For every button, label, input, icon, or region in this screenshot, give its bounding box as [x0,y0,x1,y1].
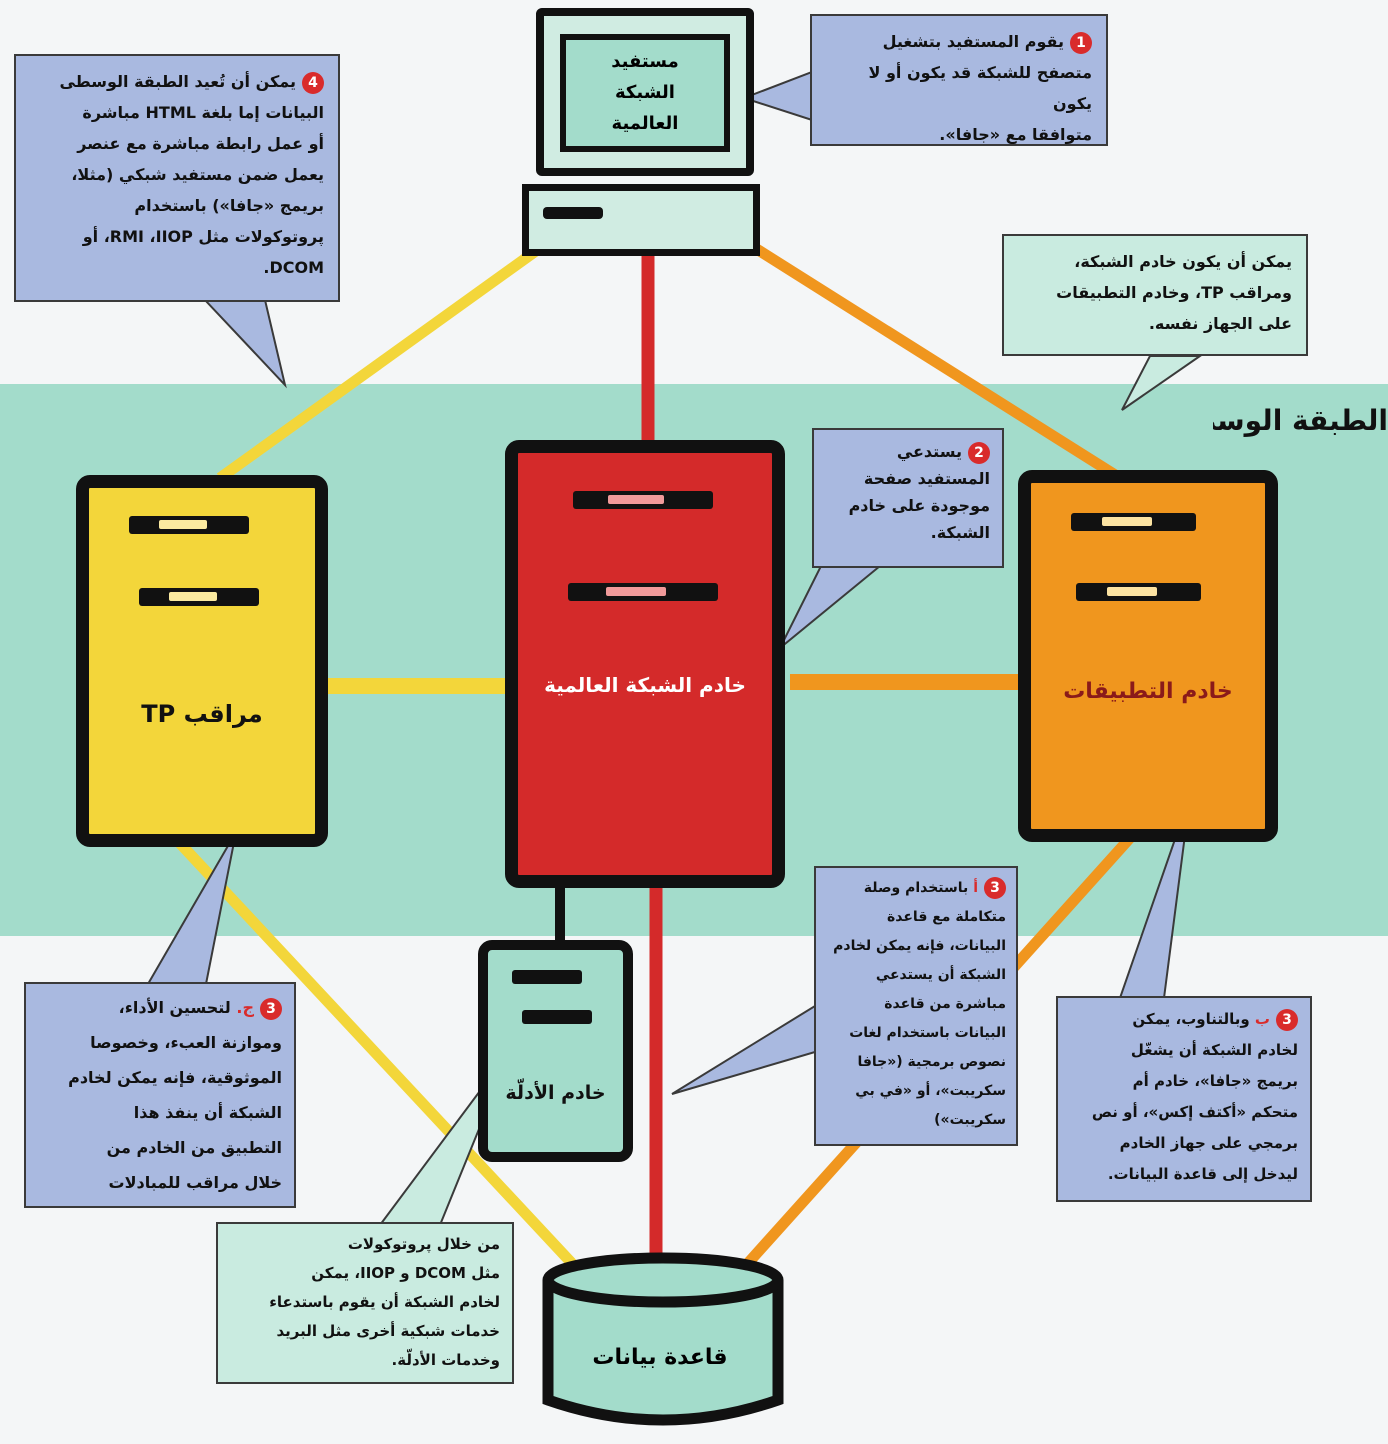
directory-slot-2 [522,1010,592,1024]
callout-1-line-1: يقوم المستفيد بتشغيل [882,32,1064,51]
tp-monitor-label: مراقب TP [141,700,263,728]
callout-3a-line-7: نصوص برمجية («جافا [857,1054,1006,1070]
callout-4-line-1: يمكن أن تُعيد الطبقة الوسطى [59,72,296,91]
callout-3a-line-8: سكريبت»، أو «في بي [855,1083,1006,1099]
database-label: قاعدة بيانات [592,1345,728,1370]
callout-3a-line-9: سكريبت») [934,1112,1006,1128]
client-label-line-2: الشبكة [615,82,675,103]
callout-middle-tier-returns: 4 يمكن أن تُعيد الطبقة الوسطى البيانات إم… [14,54,340,302]
protocols-line-1: من خلال پروتوكولات [347,1235,500,1253]
callout-3b-line-4: متحكم «أكتف إكس»، أو نص [1091,1103,1298,1121]
app-slot-1 [1071,513,1196,531]
directory-server: خادم الأدلّة [478,940,633,1162]
application-server: خادم التطبيقات [1018,470,1278,842]
step-number-2: 2 [968,441,990,464]
callout-3c-line-4: الشبكة أن ينفذ هذا [133,1103,282,1122]
callout-3a-line-5: مباشرة من قاعدة [884,996,1006,1012]
web-server-label: خادم الشبكة العالمية [544,673,746,697]
client-base [522,184,760,256]
callout-3c-prefix: ج. [236,998,254,1017]
protocols-line-4: خدمات شبكية أخرى مثل البريد [276,1322,500,1340]
line-client-tp [216,243,544,483]
pointer-c4 [202,299,287,389]
step-number-3c: 3 [260,997,282,1020]
callout-3a-line-6: البيانات باستخدام لغات [849,1025,1006,1041]
same-machine-line-2: ومراقب TP، وخادم التطبيقات [1056,283,1292,302]
step-number-4: 4 [302,71,324,94]
callout-protocols: من خلال پروتوكولات مثل DCOM و IIOP، يمكن… [216,1222,514,1384]
app-slot-2 [1076,583,1201,601]
tp-monitor-server: مراقب TP [76,475,328,847]
web-slot-1 [573,491,713,509]
callout-3c-line-5: التطبيق من الخادم من [106,1138,282,1157]
pointer-same-machine [1121,355,1204,411]
tp-slot-1 [129,516,249,534]
client-label-line-3: العالمية [611,113,679,134]
callout-3a-line-2: متكاملة مع قاعدة [887,909,1006,925]
client-computer: مستفيد الشبكة العالمية [536,8,754,176]
callout-2-line-3: موجودة على خادم [848,496,990,515]
line-client-app [752,243,1123,483]
protocols-line-5: وخدمات الأدلّة. [391,1351,500,1369]
same-machine-line-1: يمكن أن يكون خادم الشبكة، [1074,252,1292,271]
middle-tier-label: الطبقة الوسطى [1213,404,1388,437]
callout-3a-prefix: أ [973,880,978,896]
pointer-c1 [740,70,813,122]
callout-2-line-1: يستدعي [896,442,962,461]
callout-3a-db-connection: 3أ باستخدام وصلة متكاملة مع قاعدة البيان… [814,866,1018,1146]
callout-3c-line-1: لتحسين الأداء، [118,998,231,1017]
callout-4-line-5: بريمج «جافا») باستخدام [134,196,324,215]
callout-3a-line-3: البيانات، فإنه يمكن لخادم [833,938,1006,954]
same-machine-line-3: على الجهاز نفسه. [1148,314,1292,333]
callout-3b-line-3: بريمج «جافا»، خادم أم [1132,1072,1298,1090]
application-server-label: خادم التطبيقات [1063,679,1233,704]
callout-1-line-3: متوافقا مع «جافا». [939,125,1092,144]
client-label-line-1: مستفيد [611,51,679,72]
directory-server-label: خادم الأدلّة [505,1082,606,1104]
client-screen: مستفيد الشبكة العالمية [560,34,730,152]
callout-3b-line-5: برمجي على جهاز الخادم [1119,1134,1298,1152]
web-slot-2 [568,583,718,601]
callout-2-line-4: الشبكة. [930,523,990,542]
callout-same-machine: يمكن أن يكون خادم الشبكة، ومراقب TP، وخا… [1002,234,1308,356]
callout-3b-alternative: 3ب وبالتناوب، يمكن لخادم الشبكة أن يشغّل… [1056,996,1312,1202]
callout-4-line-4: يعمل ضمن مستفيد شبكي (مثلا، [71,165,324,184]
callout-1-line-2: متصفح للشبكة قد يكون أو لا يكون [868,63,1092,113]
database-cylinder [542,1252,784,1426]
line-tp-db [170,834,585,1276]
callout-3b-line-6: ليدخل إلى قاعدة البيانات. [1107,1165,1298,1183]
callout-client-browser: 1 يقوم المستفيد بتشغيل متصفح للشبكة قد يك… [810,14,1108,146]
step-number-1: 1 [1070,31,1092,54]
client-drive-slot [543,207,603,219]
callout-3b-prefix: ب [1254,1010,1270,1028]
protocols-line-3: لخادم الشبكة أن يقوم باستدعاء [269,1293,500,1311]
callout-3c-line-3: الموثوقية، فإنه يمكن لخادم [68,1068,282,1087]
callout-4-line-2: البيانات إما بلغة HTML مباشرة [82,103,324,122]
pointer-c3a [671,1004,816,1095]
tp-slot-2 [139,588,259,606]
callout-3c-line-2: وموازنة العبء، وخصوصا [90,1033,282,1052]
callout-3a-line-4: الشبكة أن يستدعي [875,967,1006,983]
directory-slot-1 [512,970,582,984]
callout-4-line-6: پروتوكولات مثل RMI ،IIOP، أو [82,227,324,246]
callout-3a-line-1: باستخدام وصلة [863,880,969,896]
callout-3b-line-2: لخادم الشبكة أن يشغّل [1130,1041,1298,1059]
callout-request-page: 2 يستدعي المستفيد صفحة موجودة على خادم ال… [812,428,1004,568]
callout-3b-line-1: وبالتناوب، يمكن [1132,1010,1250,1028]
callout-2-line-2: المستفيد صفحة [863,469,990,488]
callout-4-line-7: DCOM. [263,258,324,277]
web-server: خادم الشبكة العالمية [505,440,785,888]
callout-4-line-3: أو عمل رابطة مباشرة مع عنصر [77,134,324,153]
step-number-3b: 3 [1276,1008,1298,1031]
callout-3c-performance: 3 ج. لتحسين الأداء، وموازنة العبء، وخصوصا… [24,982,296,1208]
callout-3c-line-6: خلال مراقب للمبادلات [108,1173,282,1192]
step-number-3a: 3 [984,877,1006,899]
protocols-line-2: مثل DCOM و IIOP، يمكن [311,1264,500,1282]
